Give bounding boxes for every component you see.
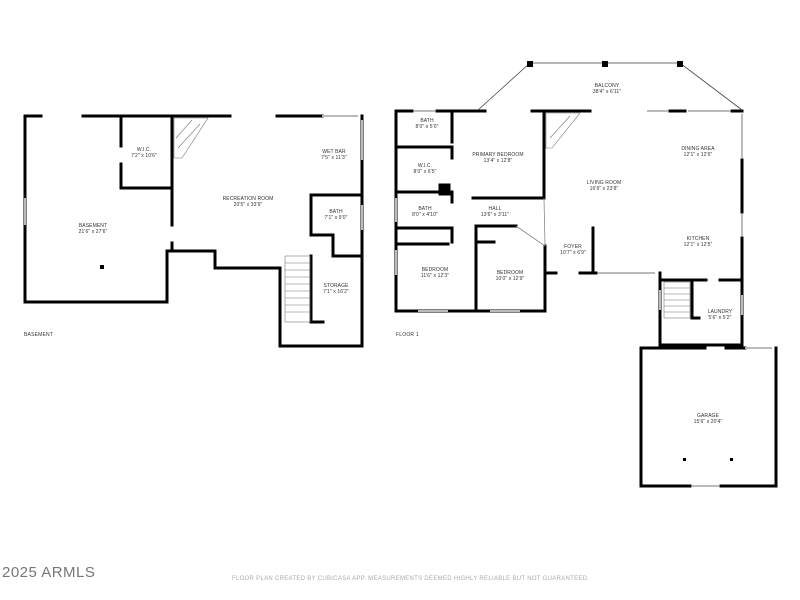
room-name: FOYER (564, 244, 582, 250)
plan-title-floor1: FLOOR 1 (396, 332, 419, 338)
room-dimensions: 8'0" x 6'5" (413, 169, 437, 175)
room-dimensions: 5'6" x 5'2" (708, 315, 732, 321)
floor1-walls (394, 109, 778, 488)
room-name: KITCHEN (686, 236, 710, 242)
basement-windows (24, 115, 363, 230)
room-name: STORAGE (323, 283, 349, 289)
plan-title-basement: BASEMENT (24, 332, 54, 338)
room-name: BATH (329, 209, 343, 215)
room-dimensions: 16'9" x 23'8" (589, 186, 619, 192)
basement-stairs (173, 117, 311, 323)
room-name: BATH (418, 206, 432, 212)
room-dimensions: 11'6" x 12'3" (420, 273, 450, 279)
room-name: LAUNDRY (707, 309, 733, 315)
room-name: DINING AREA (681, 146, 715, 152)
room-name: BALCONY (594, 83, 620, 89)
room-name: RECREATION ROOM (222, 196, 274, 202)
room-dimensions: 38'4" x 6'11" (592, 89, 622, 95)
floor1-windows (395, 110, 772, 487)
room-name: HALL (488, 206, 502, 212)
garage-markers (100, 265, 733, 461)
room-name: BEDROOM (421, 267, 449, 273)
room-dimensions: 7'5" x 11'3" (321, 155, 347, 161)
room-dimensions: 12'1" x 12'5" (683, 242, 713, 248)
room-dimensions: 7'1" x 9'0" (324, 215, 348, 221)
room-name: W.I.C. (136, 147, 152, 153)
balcony-posts (527, 61, 683, 67)
room-name: WET BAR (322, 149, 346, 155)
room-name: W.I.C. (417, 163, 433, 169)
room-dimensions: 21'6" x 27'6" (78, 229, 108, 235)
room-dimensions: 10'0" x 12'9" (495, 276, 525, 282)
basement-walls (23, 114, 364, 348)
room-name: BATH (420, 118, 434, 124)
room-dimensions: 15'6" x 20'4" (693, 419, 723, 425)
room-dimensions: 20'5" x 33'9" (233, 202, 263, 208)
room-dimensions: 12'1" x 12'6" (683, 152, 713, 158)
room-dimensions: 13'6" x 3'11" (480, 212, 510, 218)
room-name: LIVING ROOM (586, 180, 622, 186)
room-name: BASEMENT (78, 223, 108, 229)
room-dimensions: 7'2" x 10'6" (131, 153, 157, 159)
room-label: W.I.C.8'0" x 6'5" (414, 163, 437, 175)
room-dimensions: 13'4" x 12'8" (483, 158, 513, 164)
room-label: W.I.C.7'2" x 10'6" (131, 147, 157, 159)
copyright: 2025 ARMLS (2, 564, 96, 581)
room-dimensions: 7'1" x 16'2" (323, 289, 349, 295)
room-dimensions: 8'0" x 4'10" (412, 212, 438, 218)
room-name: BEDROOM (496, 270, 524, 276)
room-name: GARAGE (696, 413, 719, 419)
room-dimensions: 10'7" x 6'9" (560, 250, 586, 256)
room-dimensions: 8'0" x 5'0" (415, 124, 439, 130)
room-name: PRIMARY BEDROOM (472, 152, 524, 158)
disclaimer: FLOOR PLAN CREATED BY CUBICASA APP. MEAS… (232, 576, 590, 582)
floor1-stairs (545, 112, 691, 319)
